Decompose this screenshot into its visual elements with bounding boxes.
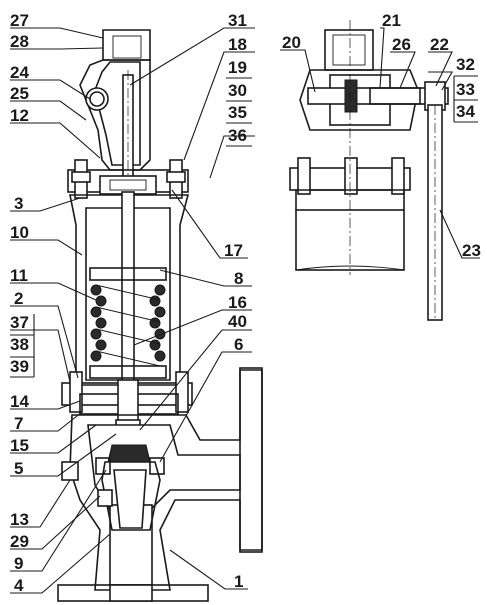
label-34: 34 [456,102,475,121]
nozzle [101,461,161,531]
label-7: 7 [14,414,23,433]
label-36: 36 [228,126,247,145]
label-13: 13 [10,510,29,529]
lower-spring-plate [89,365,167,379]
label-40: 40 [228,312,247,331]
label-23: 23 [462,241,481,260]
label-19: 19 [228,58,247,77]
label-6: 6 [234,335,243,354]
label-31: 31 [228,11,247,30]
label-17: 17 [224,241,243,260]
label-15: 15 [10,436,29,455]
label-8: 8 [234,269,243,288]
label-24: 24 [10,63,29,82]
label-3: 3 [14,194,23,213]
outlet-flange [239,367,263,553]
labels-detail: 20 21 26 22 32 33 34 23 [282,11,481,260]
label-14: 14 [10,392,29,411]
label-26: 26 [392,35,411,54]
label-18: 18 [228,35,247,54]
label-9: 9 [14,554,23,573]
label-22: 22 [430,35,449,54]
label-27: 27 [10,11,29,30]
label-32: 32 [456,55,475,74]
label-11: 11 [10,266,28,285]
label-underlines [10,75,478,378]
label-10: 10 [10,223,29,242]
label-35: 35 [228,103,247,122]
label-16: 16 [228,293,247,312]
label-28: 28 [10,32,29,51]
label-37: 37 [10,313,29,332]
label-33: 33 [456,80,475,99]
upper-spring-plate [89,267,167,281]
label-30: 30 [228,81,247,100]
lever-housing-section [299,69,419,131]
label-2: 2 [14,289,23,308]
bonnet-cap [79,59,151,171]
spring [90,284,166,367]
label-5: 5 [14,459,23,478]
label-1: 1 [234,572,243,591]
labels-center: 31 18 19 30 35 36 17 8 16 40 6 1 [224,11,247,591]
label-29: 29 [10,532,29,551]
shaft-seal [369,87,421,105]
label-12: 12 [10,106,29,125]
label-39: 39 [10,357,29,376]
label-38: 38 [10,335,29,354]
leaders [10,27,480,594]
cap [102,29,151,61]
disc [107,444,151,463]
main-valve [57,29,263,602]
label-21: 21 [382,11,401,30]
label-4: 4 [14,576,24,595]
label-20: 20 [282,33,301,52]
labels-left: 27 28 24 25 12 3 10 11 2 37 38 39 14 7 1… [10,11,29,595]
lever-detail [289,20,449,321]
label-25: 25 [10,84,29,103]
